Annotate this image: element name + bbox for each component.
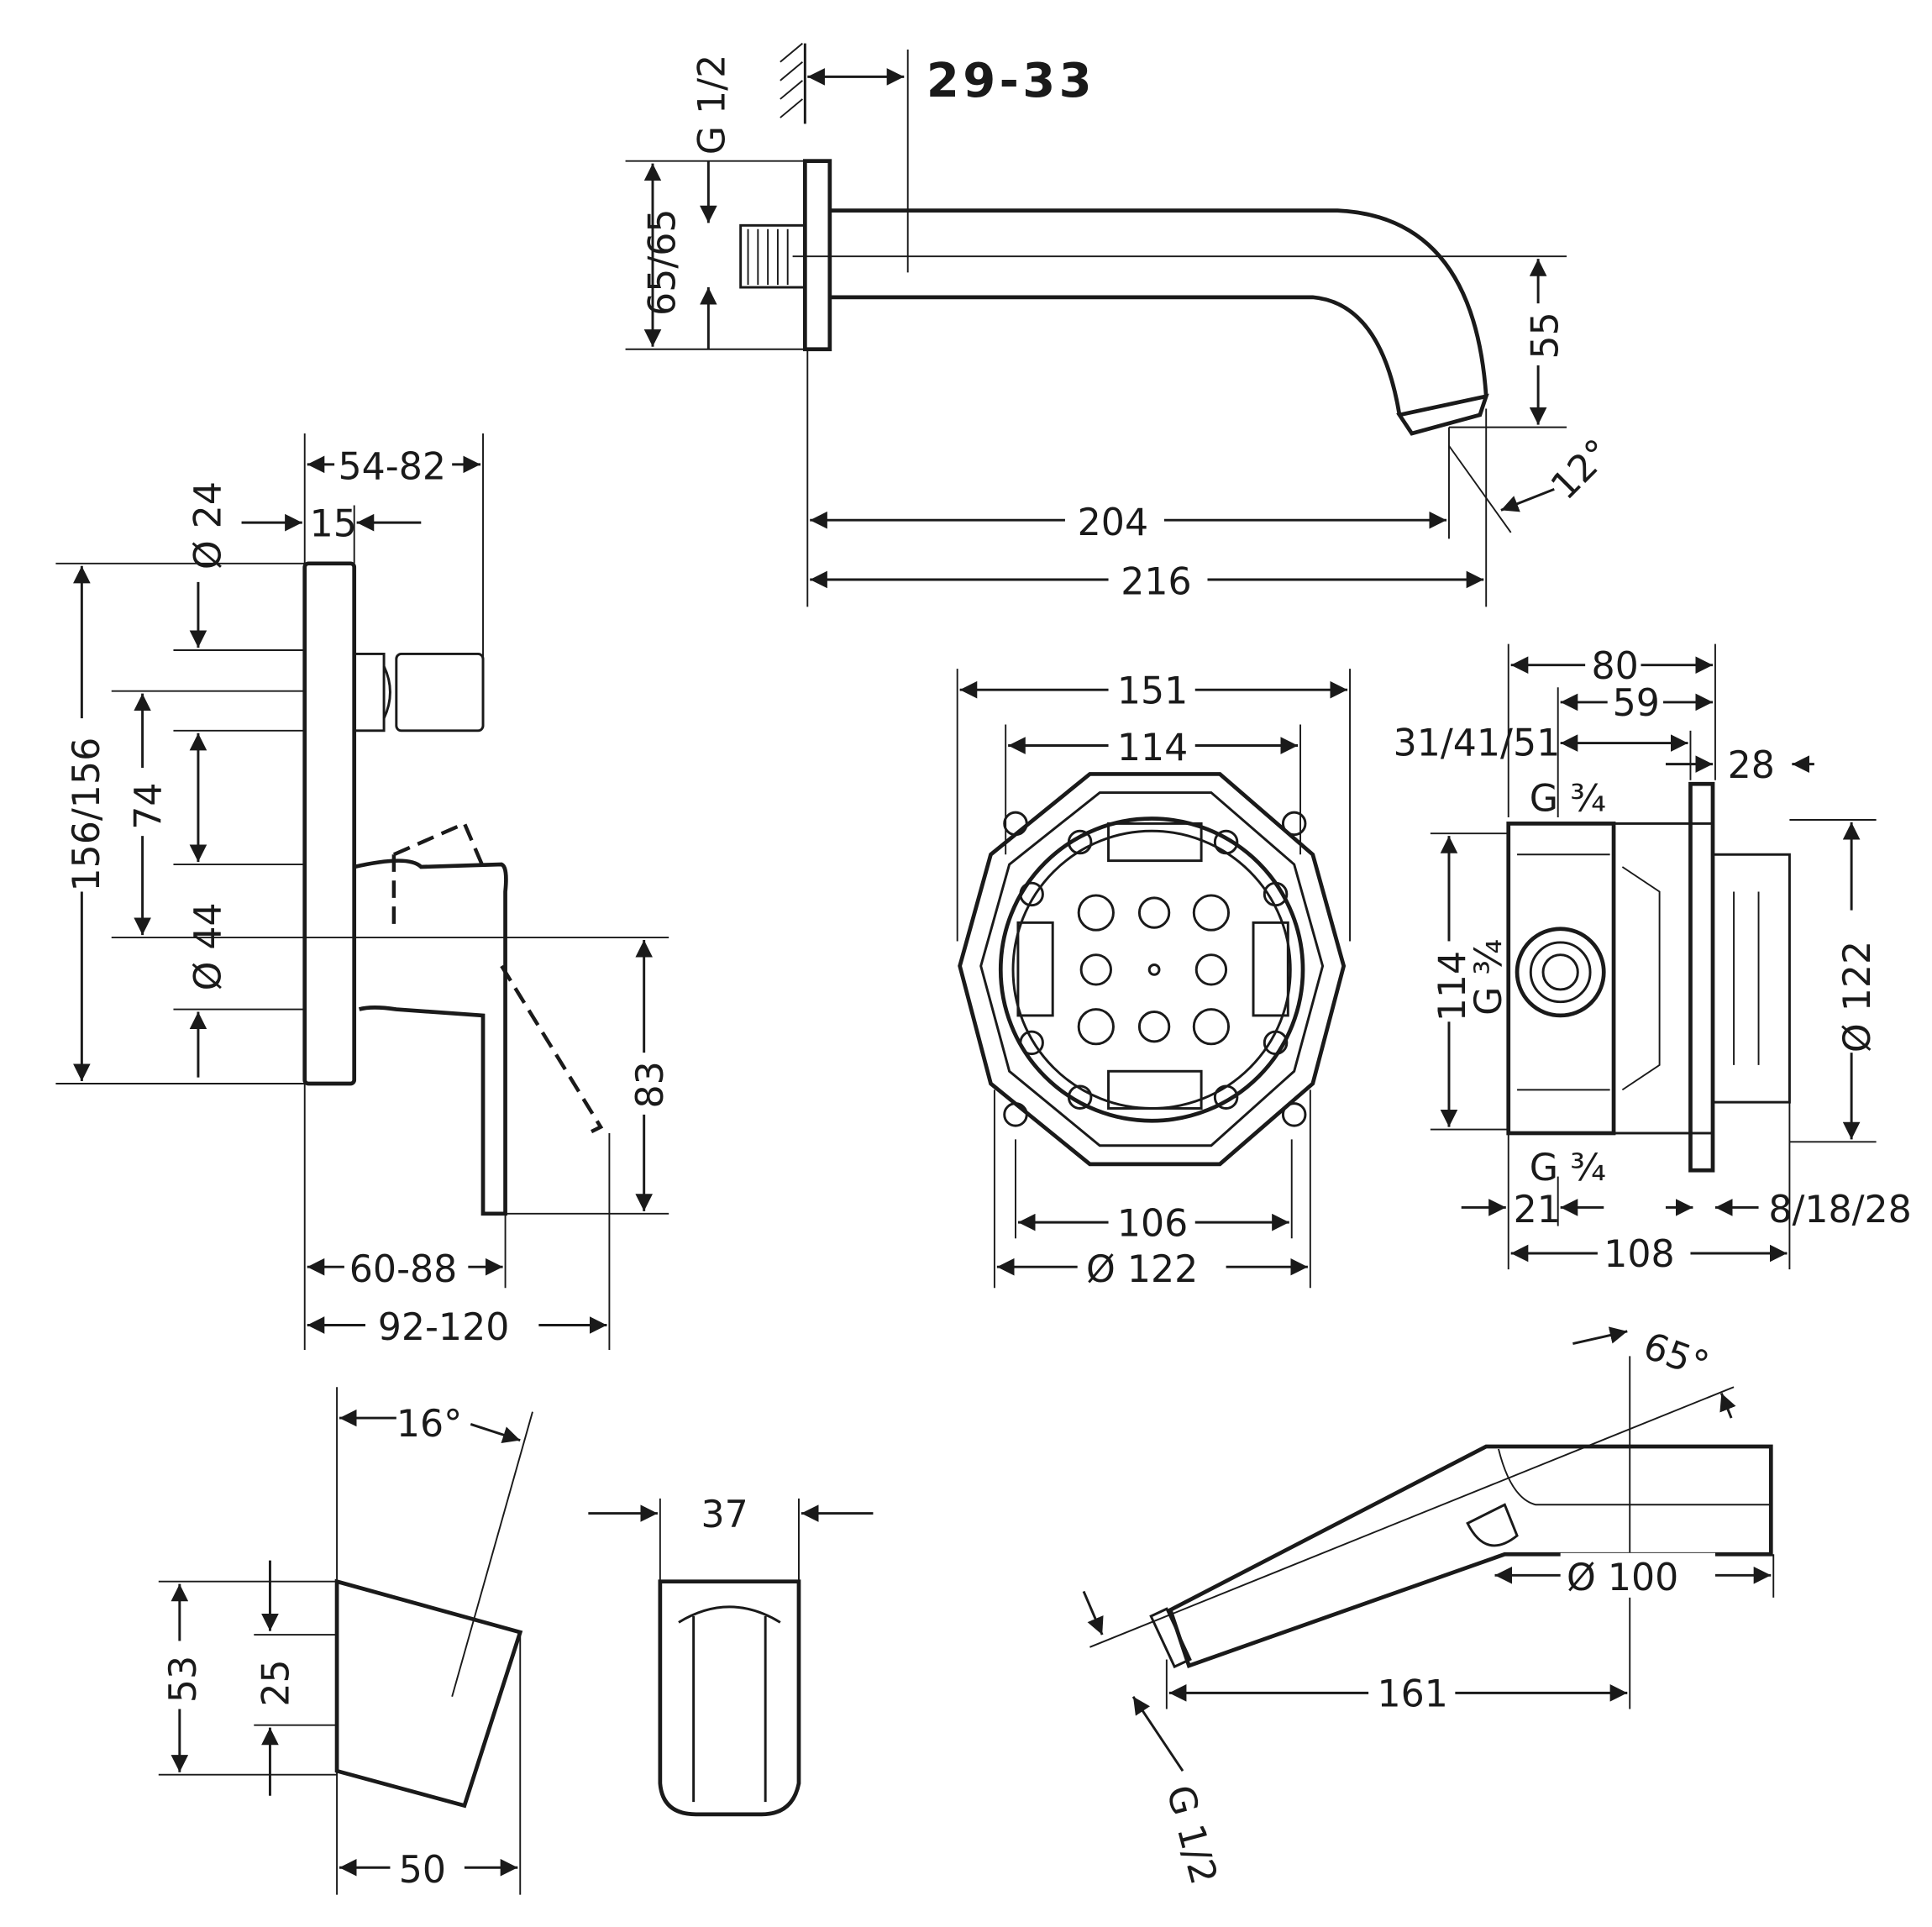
plate-28-label: 28 [1728,744,1775,787]
bath-spout-drawing: 29-33 G 1/2 65/65 55 204 216 12° [625,42,1620,607]
install-depths-label: 31/41/51 [1394,722,1561,764]
total-depth-label: 92-120 [378,1306,510,1349]
wall-holder-drawing: 16° 53 25 50 37 [158,1387,874,1895]
length-161-label: 161 [1377,1673,1447,1716]
lever-depth-label: 60-88 [349,1248,457,1291]
side-59-label: 59 [1613,682,1660,725]
box-width-151-label: 151 [1117,669,1188,712]
wall-gap-label: 29-33 [927,54,1095,108]
spout-height-label: 65/65 [642,209,685,316]
side-80-label: 80 [1592,645,1639,688]
projection-204-label: 204 [1078,501,1148,544]
holder-50-label: 50 [399,1849,446,1892]
thread-side-label: G ¾ [1467,939,1510,1016]
diverter-dia-label: Ø 24 [186,481,229,570]
box-dia-label: Ø 122 [1086,1248,1198,1291]
box-width-106-label: 106 [1117,1202,1188,1245]
head-dia-label: Ø 100 [1567,1557,1678,1599]
lever-dia-label: Ø 44 [186,902,229,990]
box-width-114-label: 114 [1117,727,1188,769]
shower-angle-label: 65° [1638,1325,1714,1388]
projection-216-label: 216 [1121,561,1191,604]
plaster-depth-label: 8/18/28 [1768,1189,1911,1231]
side-114-label: 114 [1431,951,1474,1021]
installation-box-side: 80 59 31/41/51 28 G ¾ 114 G ¾ Ø 122 G ¾ … [1394,643,1912,1276]
holder-53-label: 53 [162,1656,205,1703]
rosette-depth-label: 15 [310,502,357,545]
thread-top-label: G ¾ [1530,778,1606,821]
hand-shower-drawing: 65° Ø 100 161 G 1/2 [1082,1325,1775,1889]
holder-37-label: 37 [701,1494,748,1536]
axis-spacing-label: 74 [128,782,171,829]
holder-angle-label: 16° [396,1403,462,1446]
plate-height-label: 156/156 [66,738,108,892]
lever-drop-label: 83 [629,1061,672,1108]
mixer-drawing: 54-82 15 Ø 24 156/156 74 Ø 44 83 60-88 9… [55,433,672,1350]
holder-25-label: 25 [255,1659,298,1706]
spout-thread-label: G 1/2 [691,55,734,155]
shower-thread-label: G 1/2 [1158,1781,1225,1889]
installation-box-front: 151 114 106 Ø 122 [956,669,1351,1291]
depth-108-label: 108 [1604,1233,1674,1276]
spout-drop-label: 55 [1525,312,1567,359]
offset-21-label: 21 [1514,1189,1561,1231]
mixer-depth-label: 54-82 [339,446,447,489]
thread-bottom-label: G ¾ [1530,1147,1606,1189]
side-dia-label: Ø 122 [1836,941,1879,1053]
spout-angle-label: 12° [1543,431,1620,507]
